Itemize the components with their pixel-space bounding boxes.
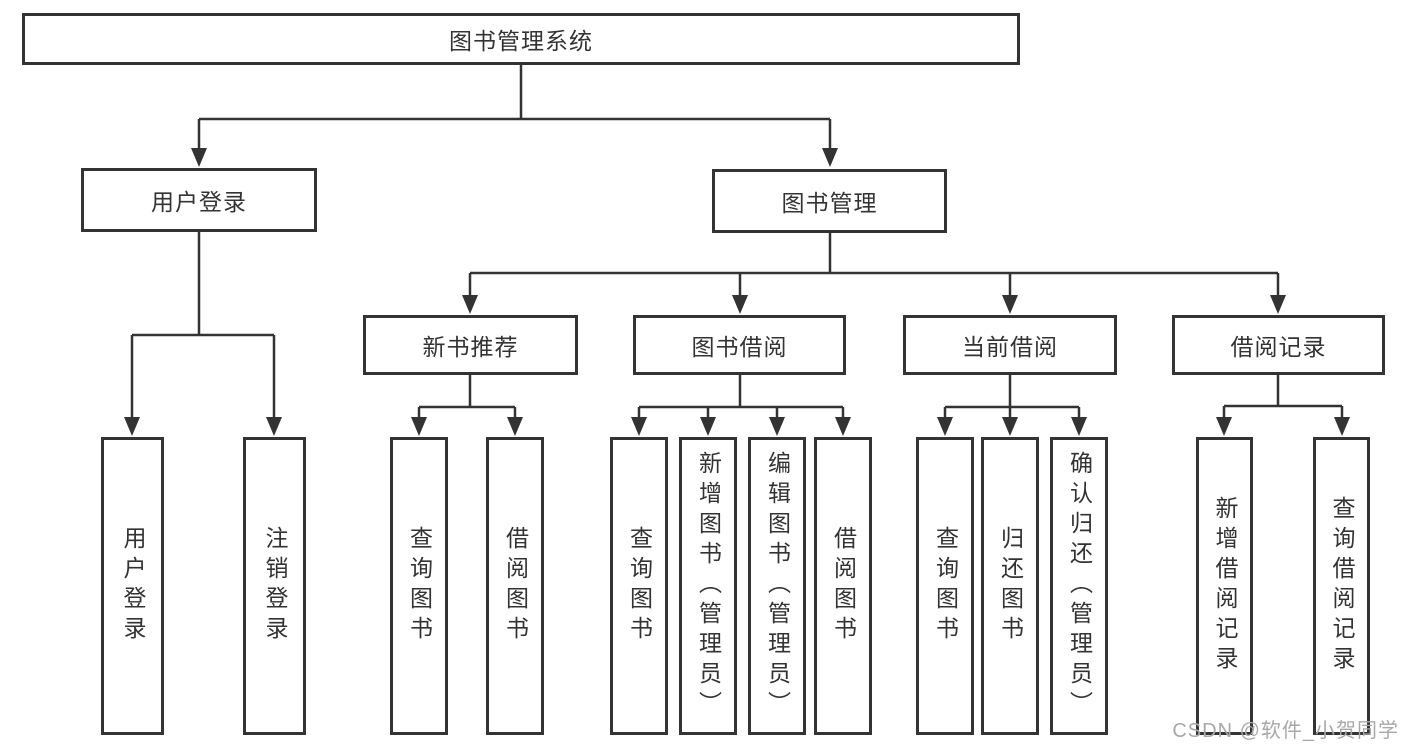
arrow-icon [507,417,523,436]
leaf-borrow-add-books-admin: 新增图书（管理员） [679,437,737,735]
node-label: 查询图书 [626,526,653,646]
leaf-user-login: 用户登录 [101,437,164,735]
arrow-icon [462,295,478,314]
node-label: 新增图书（管理员） [695,451,722,721]
connector-lines [130,65,1344,421]
arrow-icon [1270,295,1286,314]
leaf-recommend-query-books: 查询图书 [390,437,448,735]
arrow-icon [700,417,716,436]
node-book-borrow: 图书借阅 [633,315,846,375]
arrow-icon [822,148,838,167]
node-borrow-records: 借阅记录 [1172,315,1385,375]
node-label: 图书管理系统 [449,28,593,54]
node-label: 借阅记录 [1230,334,1327,360]
arrow-icon [191,148,207,167]
arrow-icon [1216,417,1232,436]
leaf-logout: 注销登录 [243,437,306,735]
leaf-borrow-query-books: 查询图书 [610,437,668,735]
leaf-records-query-record: 查询借阅记录 [1313,437,1370,735]
node-label: 图书管理 [781,190,878,216]
node-label: 新增借阅记录 [1212,496,1238,676]
csdn-watermark: CSDN @软件_小贺同学 [1172,720,1399,742]
node-label: 借阅图书 [502,526,529,646]
arrow-icon [1002,295,1018,314]
arrow-icon [835,417,851,436]
node-label: 编辑图书（管理员） [764,451,791,721]
node-label: 归还图书 [997,526,1024,646]
node-new-book-recommend: 新书推荐 [363,315,578,375]
leaf-borrow-borrow-books: 借阅图书 [814,437,872,735]
arrow-icon [266,417,282,436]
node-label: 确认归还（管理员） [1066,451,1093,721]
leaf-recommend-borrow-books: 借阅图书 [486,437,544,735]
arrow-icon [1002,417,1018,436]
arrow-icon [124,417,140,436]
node-root: 图书管理系统 [22,13,1020,65]
node-label: 查询图书 [932,526,959,646]
arrow-icon [1071,417,1087,436]
arrow-icon [631,417,647,436]
node-label: 当前借阅 [962,334,1058,360]
arrow-icon [1334,417,1350,436]
leaf-records-add-record: 新增借阅记录 [1196,437,1253,735]
arrow-icon [411,417,427,436]
leaf-current-query-books: 查询图书 [916,437,974,735]
leaf-borrow-edit-books-admin: 编辑图书（管理员） [748,437,806,735]
leaf-current-confirm-return-admin: 确认归还（管理员） [1050,437,1108,735]
arrowheads [124,148,1350,436]
arrow-icon [937,417,953,436]
node-label: 查询图书 [406,526,433,646]
node-label: 用户登录 [151,189,247,215]
arrow-icon [732,295,748,314]
node-label: 注销登录 [262,526,288,646]
node-label: 用户登录 [120,526,146,646]
node-label: 新书推荐 [422,334,519,360]
node-current-borrow: 当前借阅 [903,315,1117,375]
node-label: 查询借阅记录 [1329,496,1355,676]
arrow-icon [769,417,785,436]
leaf-current-return-books: 归还图书 [981,437,1039,735]
node-label: 图书借阅 [691,334,788,360]
node-user-login: 用户登录 [81,168,317,232]
node-label: 借阅图书 [830,526,857,646]
node-book-management: 图书管理 [712,169,947,233]
